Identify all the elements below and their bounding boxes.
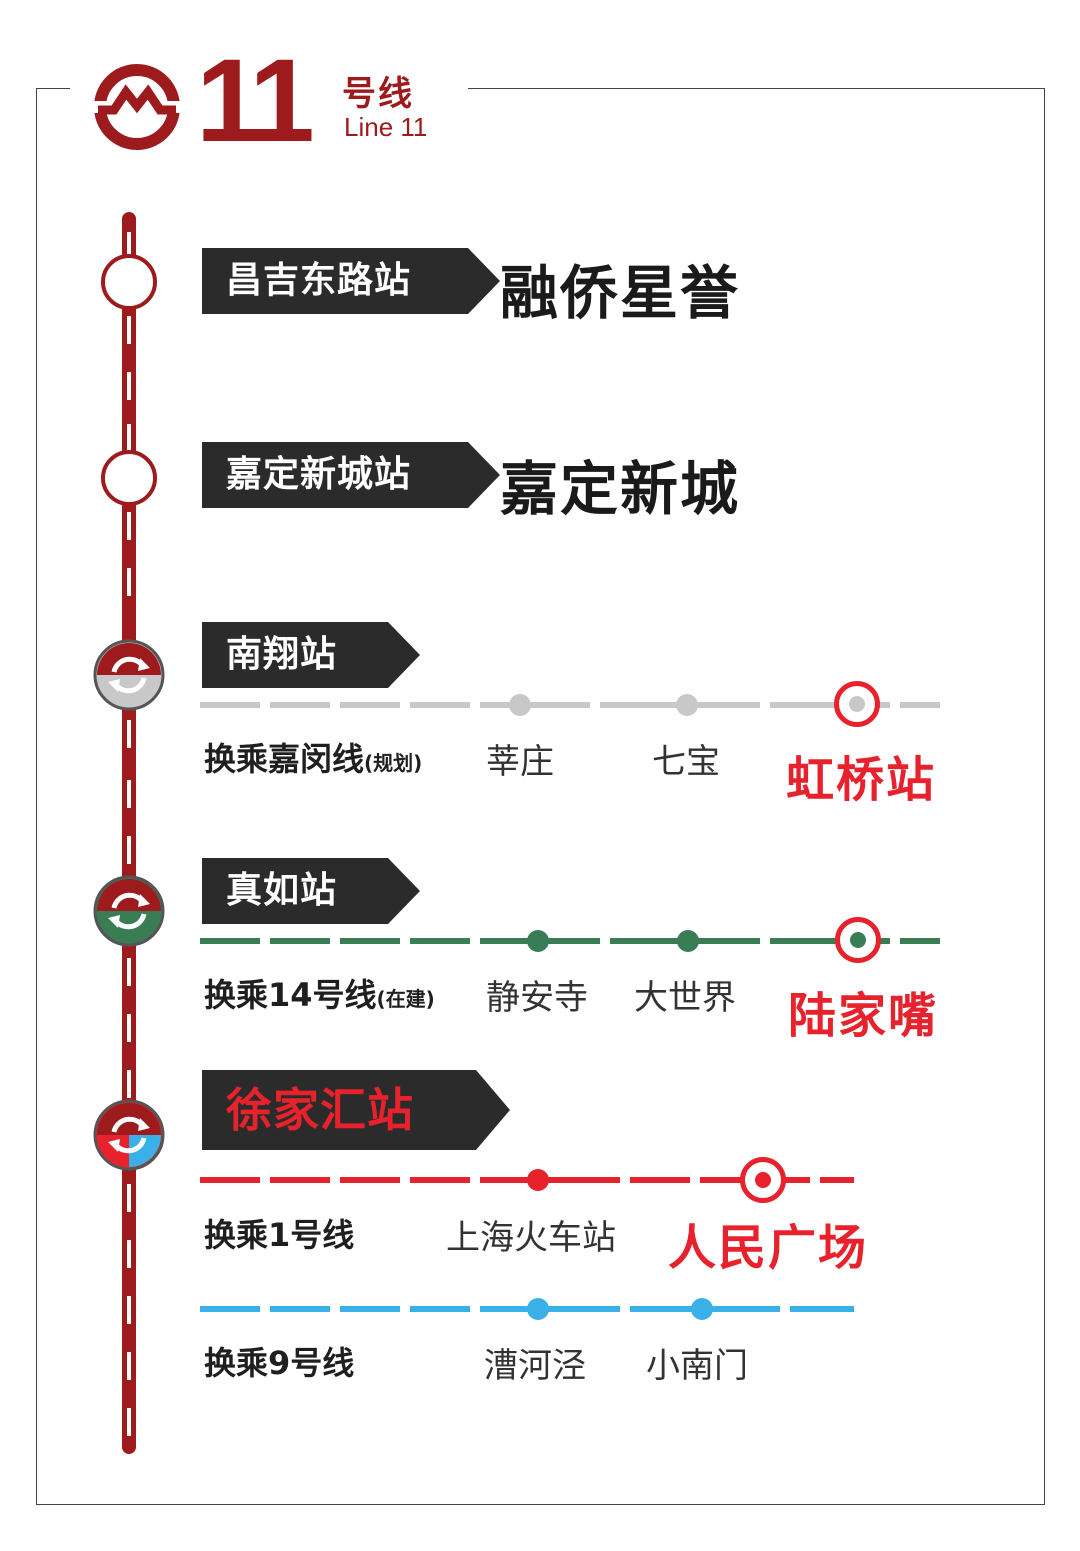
destination-rongqiao: 融侨星誉 bbox=[500, 259, 741, 327]
stop-shanghaihuochezhan: 上海火车站 bbox=[446, 1218, 616, 1258]
track-dash bbox=[127, 1296, 131, 1324]
station-tag-xujiahui: 徐家汇站 bbox=[202, 1070, 510, 1150]
frame-left bbox=[36, 88, 37, 1505]
transfer-icon bbox=[93, 875, 165, 947]
stop-xiaonanmen: 小南门 bbox=[646, 1346, 748, 1386]
transfer-label-line14: 换乘14号线(在建) bbox=[204, 976, 435, 1014]
track-dash bbox=[127, 1014, 131, 1042]
line-name-en: Line 11 bbox=[344, 112, 428, 142]
track-dash bbox=[127, 424, 131, 452]
highlight-ring-hongqiao bbox=[834, 681, 880, 727]
stop-dot-dashijie bbox=[677, 930, 699, 952]
track-dash bbox=[127, 836, 131, 864]
track-dash bbox=[127, 512, 131, 540]
stop-dot-qibao bbox=[676, 694, 698, 716]
track-dash bbox=[127, 1070, 131, 1098]
stop-dot-caohejing bbox=[527, 1298, 549, 1320]
line-number: 11 bbox=[196, 35, 315, 167]
track-dash bbox=[127, 1240, 131, 1268]
transfer-label-jiamin: 换乘嘉闵线(规划) bbox=[204, 740, 423, 778]
transfer-label-line9: 换乘9号线 bbox=[204, 1344, 355, 1382]
transfer-note-jiamin: (规划) bbox=[364, 751, 423, 775]
highlight-ring-renminguangchang bbox=[740, 1157, 786, 1203]
route-line14 bbox=[200, 938, 940, 944]
destination-jiadingxincheng: 嘉定新城 bbox=[500, 455, 741, 523]
track-dash bbox=[127, 316, 131, 344]
stop-dot-xiaonanmen bbox=[691, 1298, 713, 1320]
track-dash bbox=[127, 1184, 131, 1212]
transfer-note-line14: (在建) bbox=[376, 987, 435, 1011]
stop-jinganshi: 静安寺 bbox=[486, 978, 588, 1018]
track-dash bbox=[127, 1352, 131, 1380]
transfer-icon bbox=[93, 639, 165, 711]
frame-bottom bbox=[36, 1504, 1045, 1505]
track-dash bbox=[127, 1408, 131, 1436]
stop-caohejing: 漕河泾 bbox=[484, 1346, 586, 1386]
stop-qibao: 七宝 bbox=[652, 742, 720, 782]
transfer-icon bbox=[93, 1099, 165, 1171]
line-name-cn: 号线 bbox=[342, 74, 414, 114]
frame-right bbox=[1044, 88, 1045, 1505]
station-circle-icon bbox=[101, 450, 157, 506]
highlight-renminguangchang: 人民广场 bbox=[668, 1220, 869, 1276]
highlight-hongqiao: 虹桥站 bbox=[786, 752, 937, 808]
station-tag-jiadingxincheng: 嘉定新城站 bbox=[202, 442, 500, 508]
station-tag-nanxiang: 南翔站 bbox=[202, 622, 420, 688]
track-dash bbox=[127, 720, 131, 748]
station-tag-zhenru: 真如站 bbox=[202, 858, 420, 924]
station-tag-changjidonglu: 昌吉东路站 bbox=[202, 248, 500, 314]
track-dash bbox=[127, 780, 131, 808]
track-dash bbox=[127, 232, 131, 260]
station-circle-icon bbox=[101, 254, 157, 310]
shanghai-metro-logo-icon bbox=[92, 64, 182, 150]
track-dash bbox=[127, 372, 131, 400]
frame-top-right bbox=[468, 88, 1045, 89]
stop-dot-xinzhuang bbox=[509, 694, 531, 716]
track-dash bbox=[127, 958, 131, 986]
route-jiamin bbox=[200, 702, 940, 708]
highlight-ring-lujiazui bbox=[835, 917, 881, 963]
stop-xinzhuang: 莘庄 bbox=[486, 742, 554, 782]
frame-top-left bbox=[36, 88, 70, 89]
stop-dot-shanghaihuochezhan bbox=[527, 1169, 549, 1191]
transfer-label-line1: 换乘1号线 bbox=[204, 1216, 355, 1254]
stop-dot-jinganshi bbox=[527, 930, 549, 952]
stop-dashijie: 大世界 bbox=[634, 978, 736, 1018]
highlight-lujiazui: 陆家嘴 bbox=[788, 988, 939, 1044]
track-dash bbox=[127, 568, 131, 596]
